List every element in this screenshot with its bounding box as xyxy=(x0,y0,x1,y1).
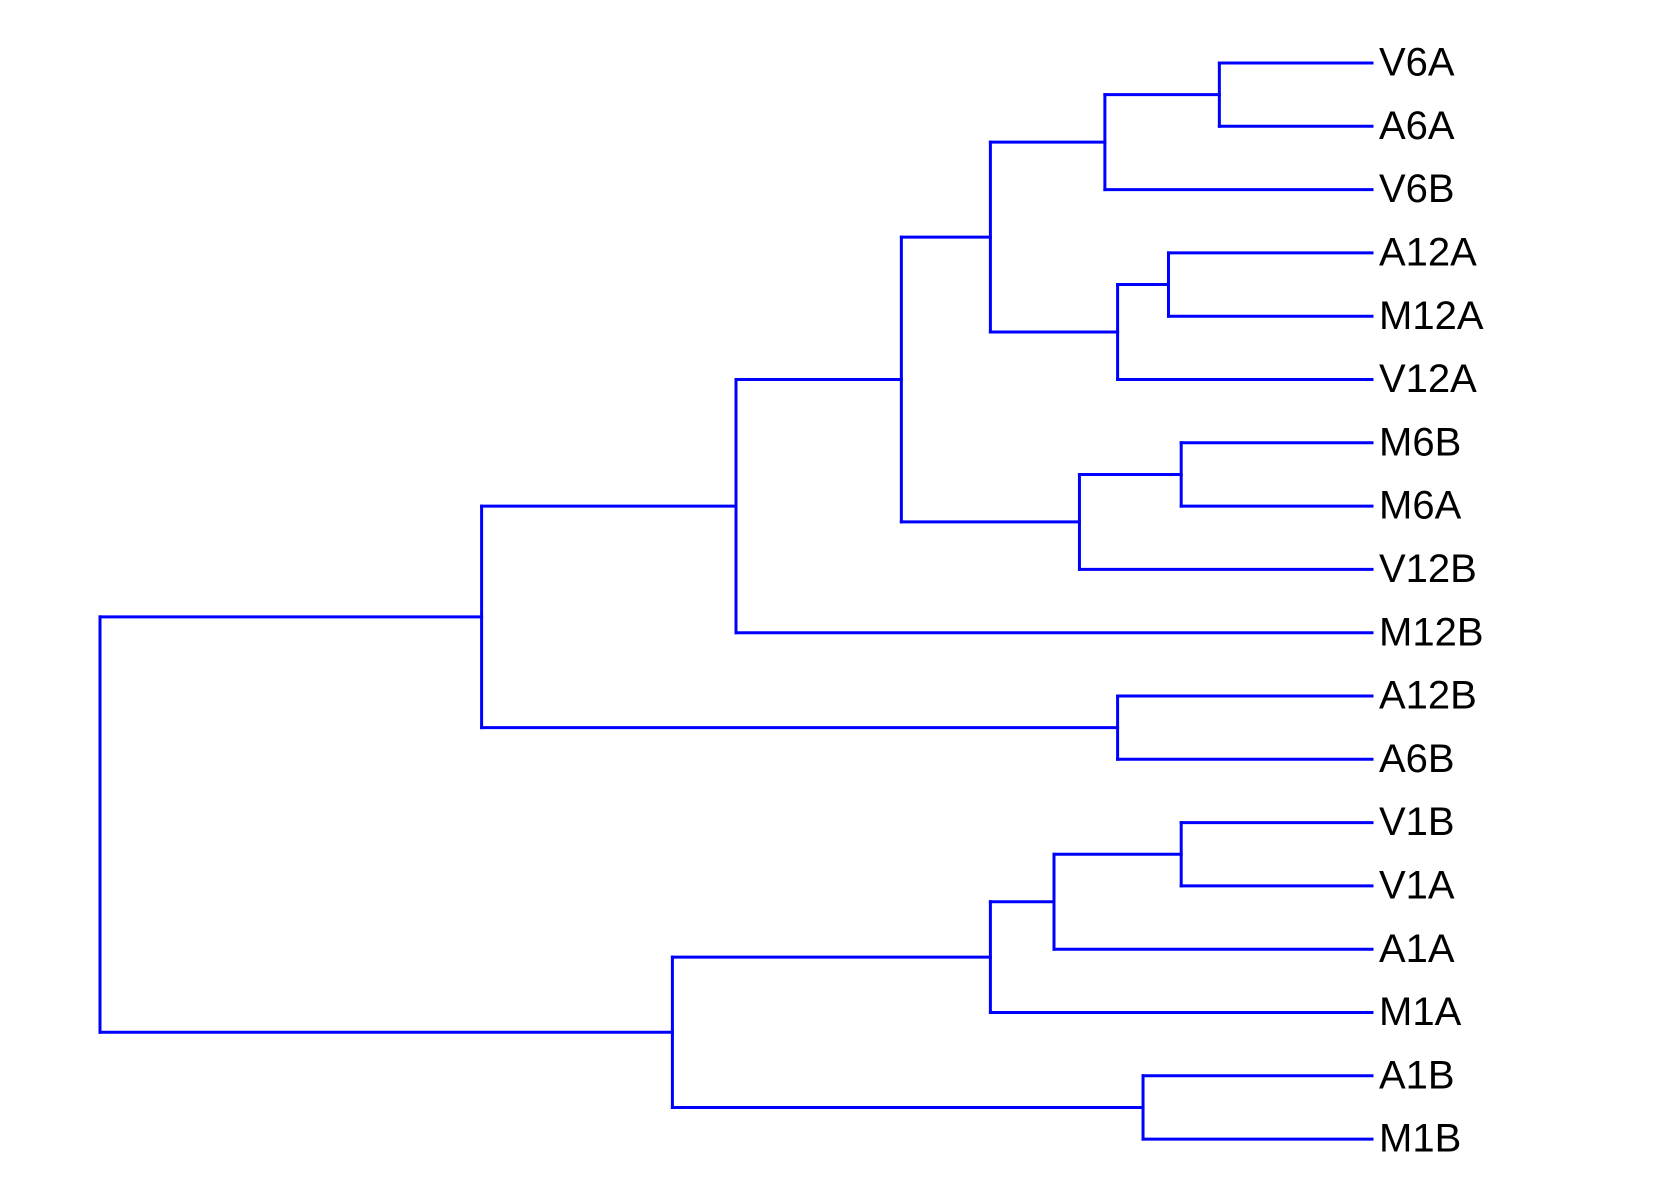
leaf-label: M12B xyxy=(1379,610,1484,654)
dendrogram-branches xyxy=(98,61,1374,1141)
leaf-label: A6A xyxy=(1379,104,1455,148)
leaf-labels: V6A A6A V6B A12A M12A V12A M6B M6A V12B M12B A12B A… xyxy=(1379,41,1484,1161)
leaf-label: V1B xyxy=(1379,800,1455,844)
leaf-label: V1A xyxy=(1379,863,1455,907)
leaf-label: A12A xyxy=(1379,230,1477,274)
leaf-label: M12A xyxy=(1379,294,1484,338)
leaf-label: M1A xyxy=(1379,990,1462,1034)
leaf-label: V6B xyxy=(1379,167,1455,211)
leaf-label: V6A xyxy=(1379,41,1455,85)
leaf-label: V12A xyxy=(1379,357,1477,401)
leaf-label: M6A xyxy=(1379,484,1462,528)
leaf-label: A6B xyxy=(1379,737,1455,781)
leaf-label: A12B xyxy=(1379,674,1477,718)
leaf-label: A1A xyxy=(1379,927,1455,971)
leaf-label: A1B xyxy=(1379,1053,1455,1097)
leaf-label: M1B xyxy=(1379,1117,1461,1161)
leaf-label: V12B xyxy=(1379,547,1477,591)
leaf-label: M6B xyxy=(1379,420,1461,464)
